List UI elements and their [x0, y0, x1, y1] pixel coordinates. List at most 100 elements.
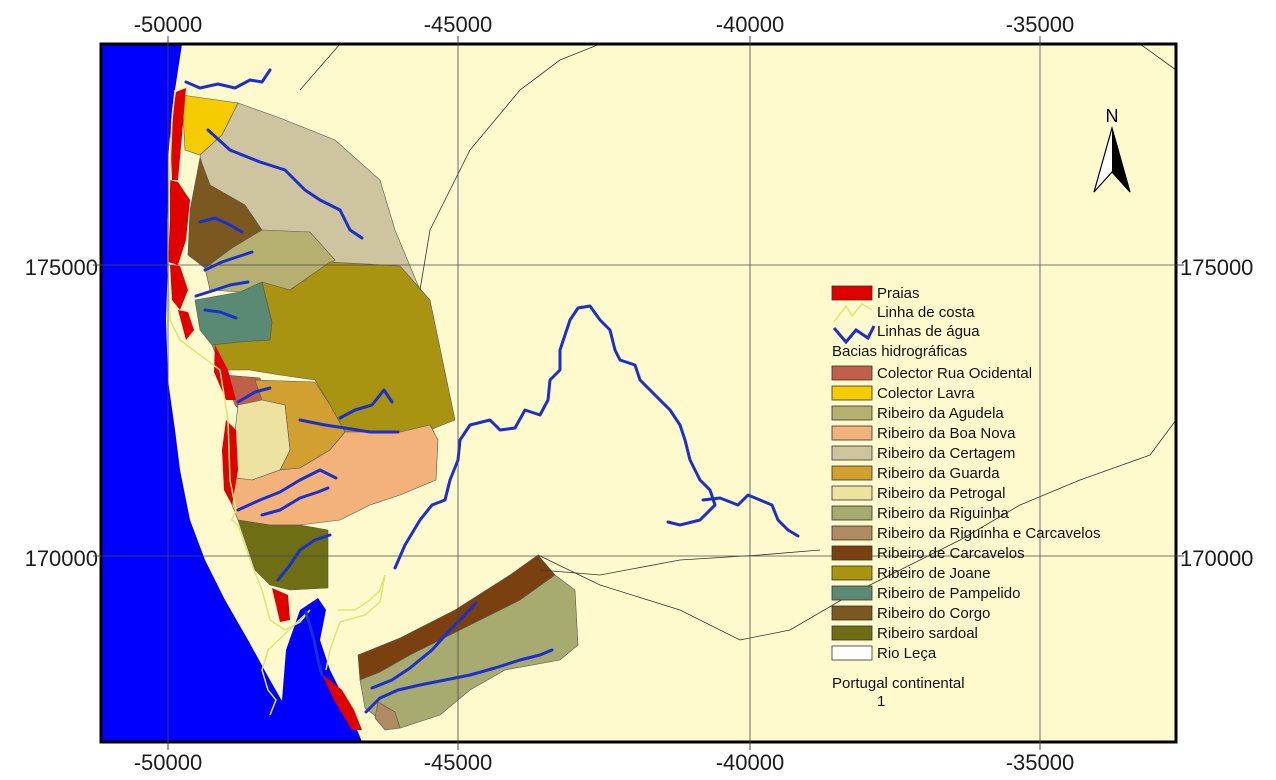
legend-river-icon	[832, 325, 876, 345]
legend-label: Ribeiro de Pampelido	[877, 585, 1020, 602]
top-tick-label: -45000	[424, 12, 493, 37]
legend-title-bacias: Bacias hidrográficas	[832, 343, 967, 360]
boundary-line	[1139, 43, 1177, 71]
river	[701, 493, 800, 538]
boundary-line	[539, 549, 821, 576]
river	[198, 216, 244, 234]
legend-label: Ribeiro de Joane	[877, 565, 990, 582]
bottom-tick-label: -40000	[716, 750, 785, 775]
legend-label: Ribeiro do Corgo	[877, 605, 990, 622]
map-border	[99, 42, 1178, 744]
top-tick-label: -50000	[134, 12, 203, 37]
legend: Praias Linha de costa Linhas de água Bac…	[831, 285, 1100, 710]
right-axis-labels: 175000 170000	[1180, 255, 1253, 571]
basin-ribeiro-sardoal	[237, 519, 329, 591]
right-tick-label: 170000	[1180, 546, 1253, 571]
river	[338, 388, 394, 420]
river	[236, 468, 338, 512]
rivers	[184, 68, 800, 714]
legend-swatch	[831, 425, 873, 441]
legend-label: Rio Leça	[877, 645, 937, 662]
legend-label: Ribeiro da Guarda	[877, 465, 1000, 482]
beach	[214, 345, 236, 400]
legend-swatch	[831, 565, 873, 581]
map-frame	[99, 42, 1178, 744]
legend-swatch	[831, 465, 873, 481]
river	[364, 648, 554, 714]
legend-swatch	[831, 525, 873, 541]
legend-label: Colector Lavra	[877, 385, 975, 402]
legend-label-praias: Praias	[877, 285, 920, 302]
boundary-lines	[299, 43, 1177, 641]
legend-swatch	[831, 505, 873, 521]
legend-label: Ribeiro da Boa Nova	[877, 425, 1016, 442]
legend-value-portugal: 1	[877, 693, 885, 710]
river	[203, 308, 238, 320]
river	[298, 418, 400, 434]
legend-label-linhas-agua: Linhas de água	[877, 323, 980, 340]
river	[304, 610, 324, 677]
legend-swatch	[831, 405, 873, 421]
boundary-line	[537, 419, 1177, 641]
legend-label: Ribeiro de Carcavelos	[877, 545, 1025, 562]
legend-label: Colector Rua Ocidental	[877, 365, 1032, 382]
sea-area-south	[325, 700, 356, 742]
legend-swatch	[831, 585, 873, 601]
coastline-line	[261, 609, 311, 716]
coastline-line	[167, 89, 271, 621]
graticule	[101, 44, 1176, 742]
bottom-tick-label: -50000	[134, 750, 203, 775]
legend-swatch	[831, 645, 873, 661]
river	[393, 304, 717, 570]
right-tick-label: 175000	[1180, 255, 1253, 280]
beach	[322, 674, 362, 730]
left-axis-labels: 175000 170000	[25, 255, 98, 571]
legend-label-linha-costa: Linha de costa	[877, 304, 975, 321]
north-label: N	[1106, 106, 1119, 126]
legend-swatch	[831, 545, 873, 561]
sea-area	[101, 44, 300, 742]
legend-label: Ribeiro da Petrogal	[877, 485, 1005, 502]
legend-swatch	[831, 485, 873, 501]
legend-coastline-icon	[833, 303, 873, 323]
left-tick-label: 175000	[25, 255, 98, 280]
top-tick-label: -40000	[716, 12, 785, 37]
coastline	[167, 89, 386, 716]
top-axis-labels: -50000 -45000 -40000 -35000	[134, 12, 1075, 37]
basins	[181, 94, 579, 731]
legend-swatch-praias	[831, 285, 873, 301]
river	[206, 128, 364, 240]
legend-swatch	[831, 625, 873, 641]
legend-swatch	[831, 605, 873, 621]
axis-ticks	[93, 36, 1184, 750]
boundary-line	[299, 43, 341, 91]
north-arrow: N	[1093, 106, 1131, 193]
left-tick-label: 170000	[25, 546, 98, 571]
basin-ribeiro-riguinha-carcavelos	[374, 701, 401, 731]
river	[276, 533, 332, 582]
beach	[170, 265, 188, 310]
bottom-tick-label: -45000	[424, 750, 493, 775]
legend-label: Ribeiro da Riguinha e Carcavelos	[877, 525, 1100, 542]
legend-basin-items: Colector Rua Ocidental Colector Lavra Ri…	[831, 365, 1100, 662]
legend-title-portugal: Portugal continental	[832, 675, 965, 692]
beach	[178, 310, 194, 340]
boundary-line	[419, 43, 601, 291]
beach	[168, 180, 190, 265]
legend-label: Ribeiro da Riguinha	[877, 505, 1009, 522]
bottom-axis-labels: -50000 -45000 -40000 -35000	[134, 750, 1075, 775]
top-tick-label: -35000	[1006, 12, 1075, 37]
river	[194, 280, 250, 298]
river	[203, 250, 254, 272]
river	[260, 486, 330, 517]
legend-label: Ribeiro da Certagem	[877, 445, 1015, 462]
legend-swatch	[831, 445, 873, 461]
north-arrow-shade-icon	[1112, 128, 1130, 192]
river	[370, 601, 478, 690]
beach	[170, 88, 186, 180]
beach	[272, 588, 290, 622]
bottom-tick-label: -35000	[1006, 750, 1075, 775]
coastline-line	[325, 574, 386, 671]
river	[236, 386, 272, 404]
